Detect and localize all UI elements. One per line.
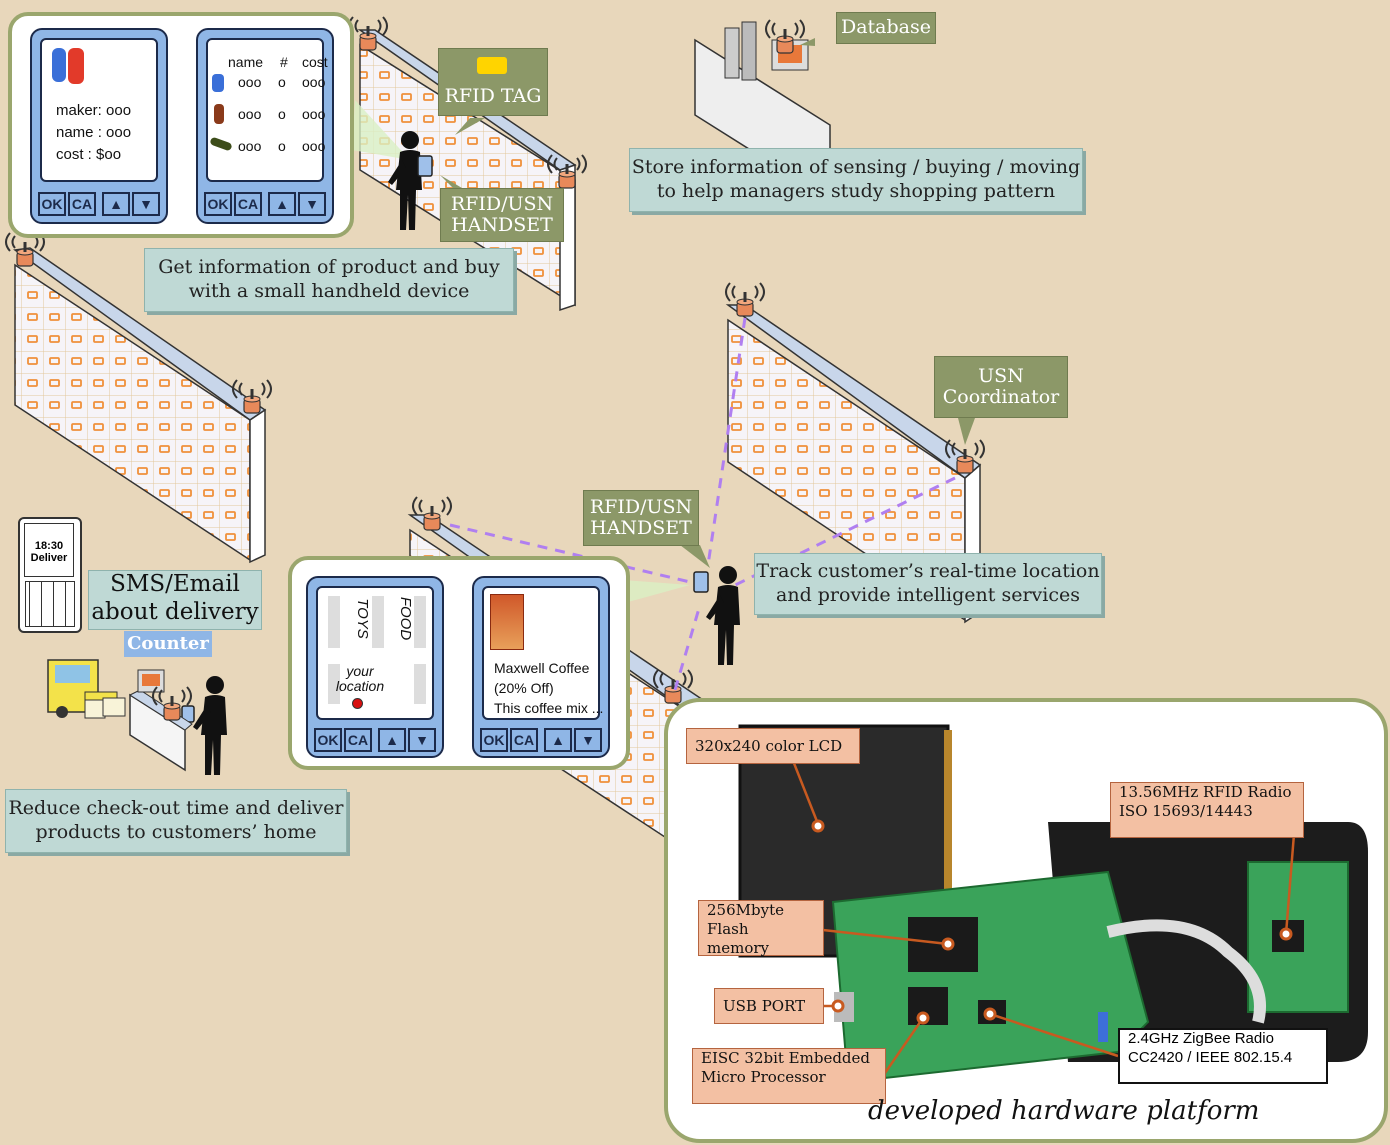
zigbee-line-1: 2.4GHz ZigBee Radio xyxy=(1128,1030,1274,1047)
row2-name: ooo xyxy=(238,106,262,122)
aisle-toys: TOYS xyxy=(353,598,371,639)
up-button[interactable]: ▲ xyxy=(102,192,130,216)
ok-button[interactable]: OK xyxy=(314,728,342,752)
ok-button[interactable]: OK xyxy=(38,192,66,216)
keypad xyxy=(25,581,75,627)
delivery-truck-icon xyxy=(47,659,126,719)
flash-line-2: Flash memory xyxy=(707,919,769,957)
handset-product-info: maker: ooo name : ooo cost : $oo OK CA ▲… xyxy=(30,28,168,224)
down-button[interactable]: ▼ xyxy=(132,192,160,216)
store-info-callout: Store information of sensing / buying / … xyxy=(629,148,1083,212)
row1-cost: ooo xyxy=(302,74,326,90)
phone-panel-top: maker: ooo name : ooo cost : $oo OK CA ▲… xyxy=(8,12,354,238)
row1-name: ooo xyxy=(238,74,262,90)
rfid-radio-label: 13.56MHz RFID Radio ISO 15693/14443 xyxy=(1110,782,1304,838)
maker-text: maker: ooo xyxy=(56,102,132,119)
aisle-food: FOOD xyxy=(397,596,415,641)
cost-text: cost : $oo xyxy=(56,146,122,163)
rfid-radio-line-1: 13.56MHz RFID Radio xyxy=(1119,783,1292,801)
zigbee-line-2: CC2420 / IEEE 802.15.4 xyxy=(1128,1048,1293,1066)
col-cost: cost xyxy=(302,54,328,70)
up-button[interactable]: ▲ xyxy=(544,728,572,752)
ok-button[interactable]: OK xyxy=(480,728,508,752)
hardware-board-illustration xyxy=(738,724,1368,1087)
cellphone-icon: 18:30 Deliver xyxy=(18,517,82,633)
product-icon xyxy=(212,74,224,92)
sms-callout: SMS/Email about delivery xyxy=(88,570,262,630)
handset-screen: Maxwell Coffee (20% Off) This coffee mix… xyxy=(482,586,604,720)
down-button[interactable]: ▼ xyxy=(408,728,436,752)
cancel-button[interactable]: CA xyxy=(234,192,262,216)
product-icon xyxy=(214,104,224,124)
cancel-button[interactable]: CA xyxy=(344,728,372,752)
rfid-radio-line-2: ISO 15693/14443 xyxy=(1119,801,1253,820)
rfid-tag-text: RFID TAG xyxy=(444,85,542,108)
row3-count: o xyxy=(278,138,286,154)
lcd-label: 320x240 color LCD xyxy=(686,728,860,764)
product-icon xyxy=(68,48,84,84)
down-button[interactable]: ▼ xyxy=(298,192,326,216)
handset-coupon: Maxwell Coffee (20% Off) This coffee mix… xyxy=(472,576,610,758)
rfid-tag-icon xyxy=(477,57,507,74)
location-marker-icon xyxy=(352,698,363,709)
handset-map: TOYS FOOD your location OK CA ▲ ▼ xyxy=(306,576,444,758)
handset-label-mid: RFID/USN HANDSET xyxy=(583,490,699,546)
usn-coordinator-label: USN Coordinator xyxy=(934,356,1068,418)
rfid-reader-icon xyxy=(412,496,452,531)
col-count: # xyxy=(280,54,288,70)
customer-icon xyxy=(706,566,740,665)
flash-memory-label: 256Mbyte Flash memory xyxy=(698,900,824,957)
handset-screen: maker: ooo name : ooo cost : $oo xyxy=(40,38,158,182)
up-button[interactable]: ▲ xyxy=(268,192,296,216)
ok-button[interactable]: OK xyxy=(204,192,232,216)
eisc-line-2: Micro Processor xyxy=(701,1067,826,1086)
eisc-line-1: EISC 32bit Embedded xyxy=(701,1049,871,1067)
usb-port-label: USB PORT xyxy=(714,988,824,1024)
row3-name: ooo xyxy=(238,138,262,154)
coffee-product-icon xyxy=(490,594,524,650)
your-location-text: your location xyxy=(335,663,385,694)
reduce-callout: Reduce check-out time and deliver produc… xyxy=(5,789,347,853)
up-button[interactable]: ▲ xyxy=(378,728,406,752)
eisc-label: EISC 32bit Embedded Micro Processor xyxy=(692,1048,886,1104)
database-label: Database xyxy=(836,12,936,44)
product-icon xyxy=(209,136,233,152)
hardware-caption: developed hardware platform xyxy=(868,1096,1260,1126)
flash-line-1: 256Mbyte xyxy=(707,901,784,919)
handset-cart: name # cost ooo o ooo ooo o ooo ooo o oo… xyxy=(196,28,334,224)
row2-count: o xyxy=(278,106,286,122)
coupon-line-3: This coffee mix ... xyxy=(494,700,604,716)
product-icon xyxy=(52,48,66,82)
handset-screen: TOYS FOOD your location xyxy=(316,586,434,720)
counter-desk xyxy=(128,669,193,772)
rfid-tag-label: RFID TAG xyxy=(438,48,548,116)
cellphone-time: 18:30 xyxy=(34,540,64,552)
hardware-panel: 320x240 color LCD 13.56MHz RFID Radio IS… xyxy=(664,698,1388,1143)
cancel-button[interactable]: CA xyxy=(510,728,538,752)
cellphone-text: Deliver xyxy=(30,552,68,564)
row1-count: o xyxy=(278,74,286,90)
tracking-lines xyxy=(449,317,956,691)
coupon-line-2: (20% Off) xyxy=(494,680,554,696)
handset-screen: name # cost ooo o ooo ooo o ooo ooo o oo… xyxy=(206,38,328,182)
handset-label-top: RFID/USN HANDSET xyxy=(440,188,564,242)
customer-icon xyxy=(193,676,227,775)
down-button[interactable]: ▼ xyxy=(574,728,602,752)
cancel-button[interactable]: CA xyxy=(68,192,96,216)
shelf-wall-left xyxy=(13,247,267,564)
name-text: name : ooo xyxy=(56,124,132,141)
track-callout: Track customer’s real-time location and … xyxy=(754,553,1102,615)
phone-panel-bottom: TOYS FOOD your location OK CA ▲ ▼ Maxwel… xyxy=(288,556,630,770)
row2-cost: ooo xyxy=(302,106,326,122)
rfid-reader-icon xyxy=(725,282,765,317)
coupon-line-1: Maxwell Coffee xyxy=(494,660,590,676)
col-name: name xyxy=(228,54,264,70)
counter-label: Counter xyxy=(124,631,212,657)
row3-cost: ooo xyxy=(302,138,326,154)
get-info-callout: Get information of product and buy with … xyxy=(144,248,514,312)
zigbee-label: 2.4GHz ZigBee Radio CC2420 / IEEE 802.15… xyxy=(1118,1028,1328,1084)
